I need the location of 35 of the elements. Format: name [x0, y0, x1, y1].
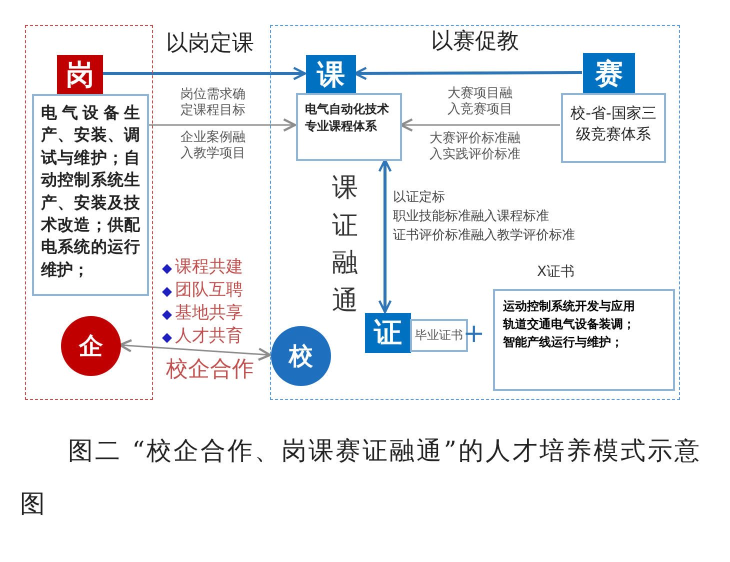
- text-box: 电气设备生产、安装、调试与维护；自动控制系统生产、安装及技术改造；供配电系统的运行维护；: [32, 94, 149, 296]
- list-item: 运动控制系统开发与应用: [503, 298, 636, 315]
- list-item: 智能产线运行与维护；: [503, 334, 624, 351]
- character-tile: 赛: [583, 53, 635, 94]
- edge-label: 课证融通: [331, 172, 359, 318]
- character-circle: 企: [61, 316, 121, 376]
- dashed-region: [25, 25, 153, 400]
- edge-label: 以岗定课: [165, 30, 255, 58]
- character-tile: 课: [306, 55, 356, 94]
- edge-label: 以赛促教: [430, 28, 520, 56]
- character-tile: 证: [365, 313, 411, 353]
- note: 大赛评价标准融入实践评价标准: [428, 131, 522, 164]
- note: 企业案例融入教学项目: [180, 130, 246, 162]
- caption: 图二 “校企合作、岗课赛证融通”的人才培养模式示意图: [20, 435, 703, 520]
- edge-label: 岗位需求确定课程目标: [180, 87, 246, 120]
- arrow: [102, 66, 306, 80]
- list-item: 课程共建: [175, 257, 244, 278]
- note: 职业技能标准融入课程标准: [393, 209, 550, 226]
- list-item: 轨道交通电气设备装调；: [503, 316, 636, 333]
- edge-label: 大赛项目融入竞赛项目: [446, 86, 514, 118]
- character-circle: 校: [271, 326, 331, 386]
- edge-label: 校企合作: [165, 356, 255, 384]
- text-box: 校-省-国家三级竞赛体系: [561, 93, 666, 163]
- dashed-region: [270, 25, 680, 400]
- arrow: [378, 158, 392, 314]
- note: 以证定标: [393, 190, 446, 206]
- text-box: 电气自动化技术专业课程体系: [296, 93, 402, 161]
- list-item: 人才共育: [175, 326, 244, 348]
- arrow: [118, 339, 272, 361]
- character-tile: 岗: [57, 55, 103, 94]
- list-item: 基地共享: [175, 303, 244, 324]
- box-heading: X证书: [537, 263, 575, 281]
- note: 证书评价标准融入教学评价标准: [393, 228, 576, 244]
- arrow: [148, 118, 296, 132]
- list-item: 团队互聘: [175, 280, 244, 302]
